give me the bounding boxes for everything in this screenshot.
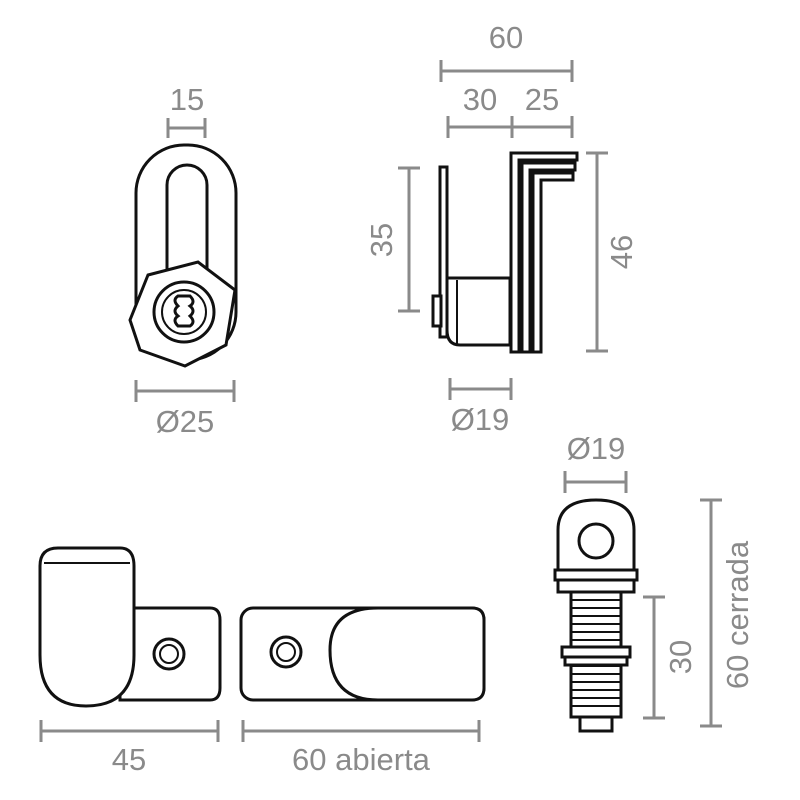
side-plate-tab [431, 294, 443, 328]
front-view: 15 Ø25 [128, 82, 238, 439]
bottom-left-view: 45 [38, 546, 222, 777]
arm-screw-open-inner [276, 642, 296, 662]
dim-60-label: 60 [489, 20, 523, 55]
side-cylinder [445, 276, 512, 347]
dim-45-label: 45 [112, 742, 146, 777]
cam-washer [563, 655, 629, 667]
dim-d25-label: Ø25 [156, 404, 215, 439]
dim-35-label: 35 [364, 223, 399, 257]
dim-30-label: 30 [463, 82, 497, 117]
side-plate [438, 165, 449, 339]
dim-closed-label: 60 cerrada [720, 540, 755, 689]
cam-view: Ø19 30 [553, 431, 755, 733]
dim-cam-d19-label: Ø19 [567, 431, 626, 466]
side-view: 60 30 25 35 46 Ø19 [364, 20, 639, 437]
cam-tip [578, 715, 614, 733]
bottom-right-view: 60 abierta [239, 606, 486, 777]
cam-bar-middle [520, 161, 577, 354]
lock-cam-open [328, 606, 486, 702]
cam-collar [556, 578, 636, 594]
dim-side-d19-label: Ø19 [451, 402, 510, 437]
dim-25-label: 25 [525, 82, 559, 117]
cam-threads [571, 599, 621, 707]
dim-46-label: 46 [604, 235, 639, 269]
arm-screw-closed-inner [159, 644, 179, 664]
keyhole-icon [173, 294, 195, 328]
cam-hole [577, 522, 615, 560]
cam-bar-inner [531, 171, 575, 354]
dim-open-label: 60 abierta [292, 742, 431, 777]
lock-body-closed [38, 546, 136, 708]
dim-cam-30-label: 30 [663, 640, 698, 674]
cam-bar-outer [509, 151, 579, 354]
dim-15-label: 15 [170, 82, 204, 117]
